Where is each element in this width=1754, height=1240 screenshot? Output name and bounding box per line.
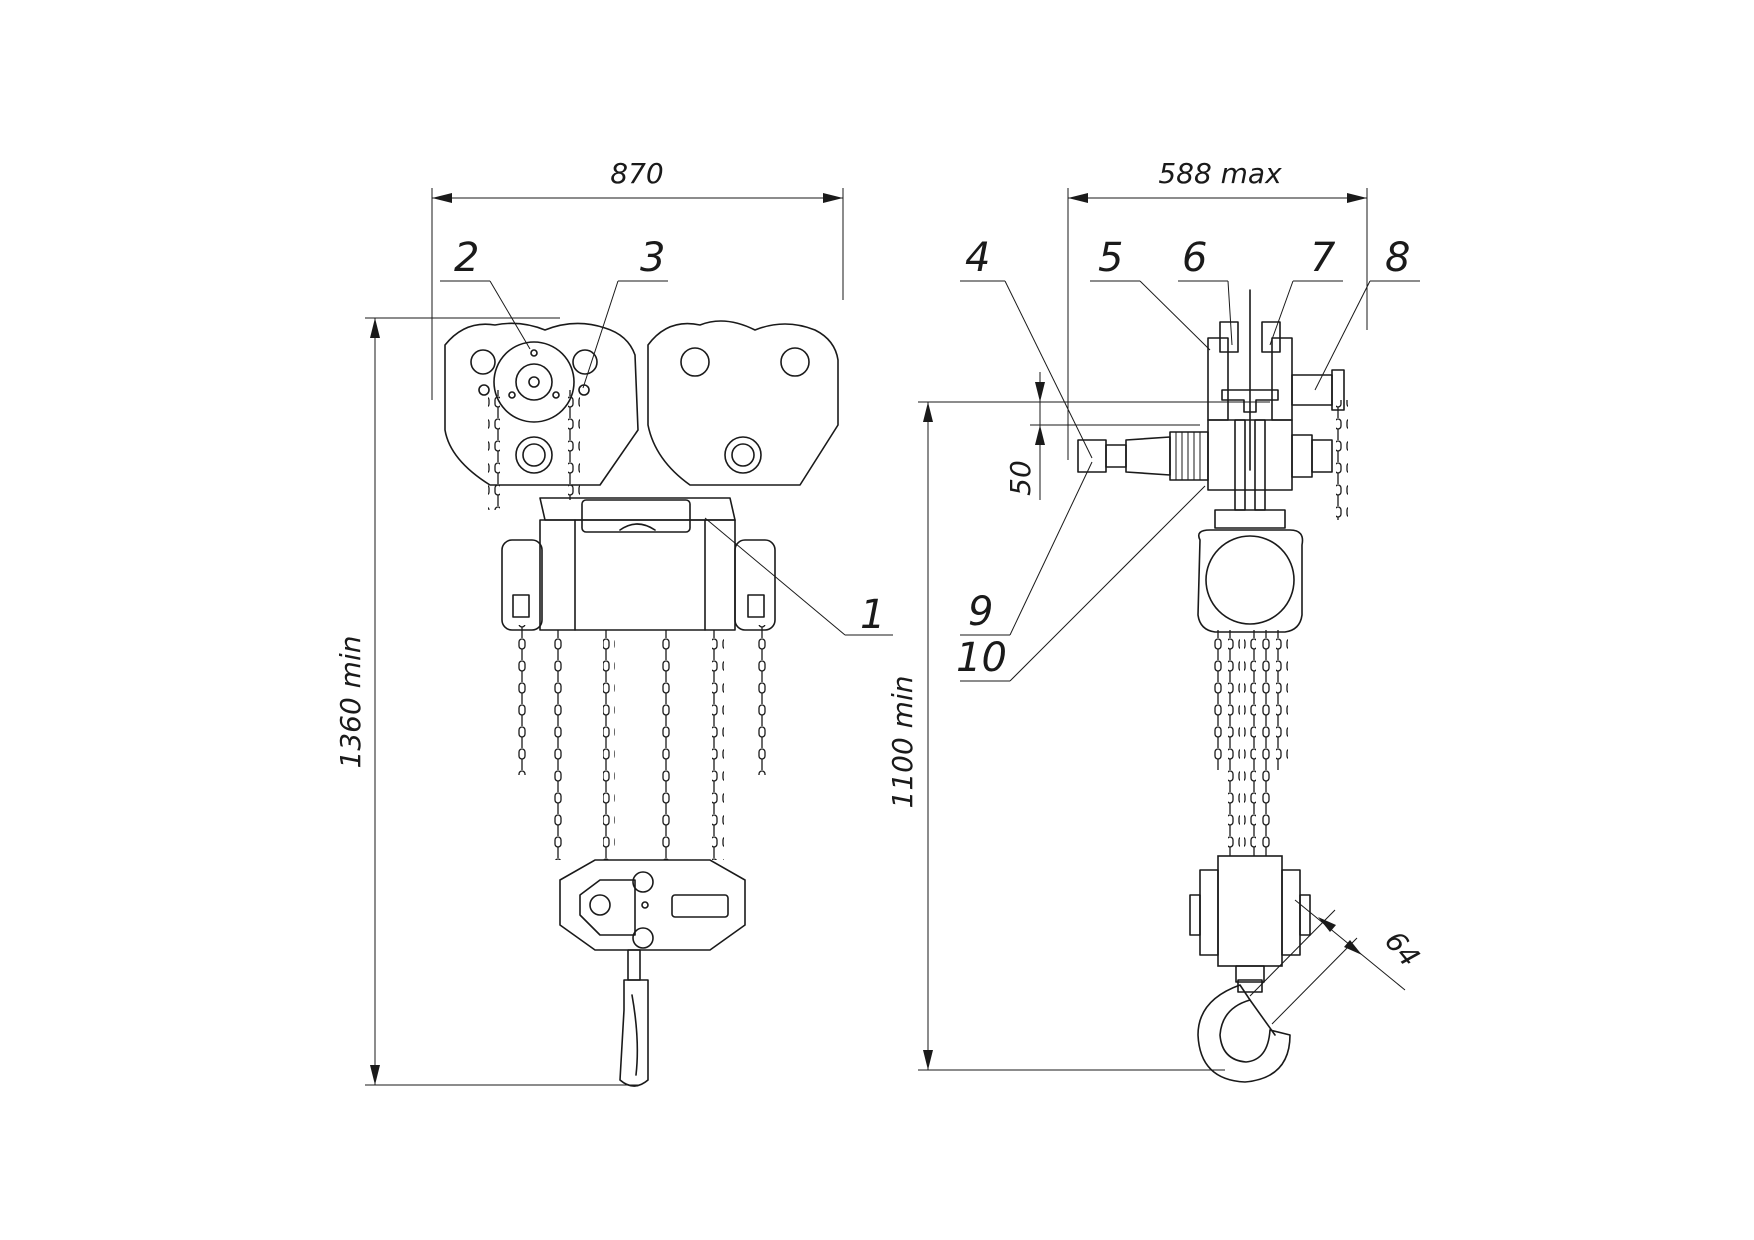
dimension-width-side: 588 max (1067, 157, 1368, 460)
hook-side (1197, 979, 1291, 1083)
trolley-side (1207, 289, 1345, 511)
callout-2: 2 (454, 235, 479, 281)
front-view: 870 1360 min (334, 157, 893, 1087)
dimension-width-side-label: 588 max (1158, 157, 1282, 190)
dimension-height-front: 1360 min (334, 317, 640, 1086)
callout-4: 4 (965, 235, 990, 281)
callout-5: 5 (1098, 235, 1123, 281)
hand-chain-left-2 (568, 390, 580, 500)
hand-chain-side (1336, 400, 1348, 520)
dimension-beam-offset-label: 50 (1004, 460, 1037, 496)
callout-9: 9 (968, 589, 993, 635)
callout-leaders-side (960, 280, 1420, 682)
dimension-width-front-label: 870 (610, 157, 663, 190)
bottom-block-front (559, 859, 746, 951)
load-chain-side-5 (1276, 630, 1288, 770)
callout-10: 10 (956, 635, 1007, 681)
trolley-right (647, 320, 839, 486)
callout-7: 7 (1310, 235, 1336, 281)
dimension-hook-size-label: 64 (1378, 925, 1426, 974)
load-chain-side-3 (1244, 630, 1256, 860)
callout-leaders-front (440, 280, 893, 636)
hoist-body (501, 497, 776, 631)
callout-1: 1 (860, 592, 885, 638)
load-chain-side-2 (1228, 630, 1240, 860)
load-chain-side-4 (1260, 630, 1272, 860)
bottom-block-side (1189, 855, 1311, 983)
dimension-height-front-label: 1360 min (334, 636, 367, 769)
dimension-width-front: 870 (431, 157, 844, 400)
side-view: 588 max 1100 min 50 (886, 157, 1426, 1083)
load-chain-front-4 (662, 630, 674, 860)
dimension-height-side: 1100 min (886, 401, 1270, 1071)
hoist-side (1197, 509, 1304, 633)
callout-3: 3 (640, 235, 665, 281)
load-chain-front-3 (603, 630, 615, 860)
load-chain-front-6 (755, 625, 767, 775)
hand-chain-left-1 (488, 390, 500, 510)
load-chain-front-2 (553, 630, 565, 860)
trolley-left (444, 322, 639, 486)
axle-side (1077, 431, 1333, 481)
callout-8: 8 (1385, 235, 1410, 281)
dimension-height-side-label: 1100 min (886, 676, 919, 809)
hook-front (619, 949, 649, 1087)
load-chain-front-5 (712, 630, 724, 860)
load-chain-front-1 (515, 625, 527, 775)
dimension-beam-offset: 50 (1004, 372, 1200, 500)
callout-6: 6 (1182, 235, 1207, 281)
load-chain-side-1 (1212, 630, 1224, 770)
